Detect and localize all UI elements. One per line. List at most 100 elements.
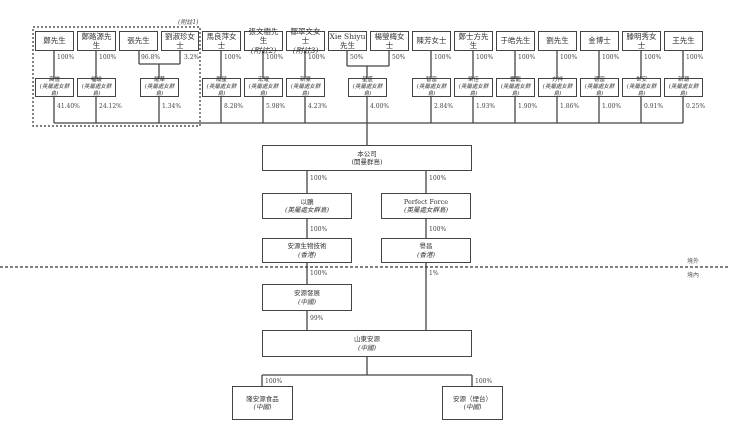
- ownership-pct: 50%: [392, 54, 406, 61]
- shareholder-name: 于皓先生: [500, 36, 531, 46]
- longan-box: 隆安源食品(中國): [232, 386, 293, 420]
- shareholder-name: 陳芳女士: [416, 36, 447, 46]
- ownership-pct: 100%: [686, 54, 704, 61]
- entity-name: 安源生物技術: [287, 242, 327, 251]
- ownership-pct: 3.2%: [184, 54, 200, 61]
- jurisdiction: (英屬處女群島): [626, 84, 657, 97]
- holdco-name: 鳳星: [215, 77, 227, 84]
- stake-pct: 0.91%: [644, 103, 664, 110]
- shareholder-box: 陳芳女士: [412, 31, 451, 51]
- jurisdiction: (中國): [297, 297, 317, 306]
- stake-pct: 5.98%: [266, 103, 286, 110]
- jurisdiction: (英屬處女群島): [144, 84, 175, 97]
- ownership-pct: 100%: [308, 54, 326, 61]
- ownership-pct: 100%: [310, 175, 328, 182]
- jurisdiction: (英屬處女群島): [500, 84, 531, 97]
- holdco-name: 榮佳: [467, 77, 479, 84]
- holdco-box: 世安(英屬處女群島): [622, 77, 661, 97]
- note-1-label: (附註1): [178, 19, 199, 26]
- holdco-box: 高僧(英屬處女群島): [35, 77, 74, 97]
- jurisdiction: (英屬處女群島): [542, 84, 573, 97]
- ownership-pct: 50%: [350, 54, 364, 61]
- stake-pct: 1.90%: [518, 103, 538, 110]
- shareholder-name: 張文樹先生: [248, 26, 279, 46]
- holdco-box: 鳳星(英屬處女群島): [202, 77, 241, 97]
- ownership-pct: 100%: [560, 54, 578, 61]
- jurisdiction: (中國): [357, 343, 377, 352]
- shareholder-name: 金博士: [588, 36, 611, 46]
- ownership-pct: 100%: [265, 378, 283, 385]
- anyuan-yantai-box: 安源（煙台）(中國): [442, 386, 503, 420]
- holdco-name: 雲龍: [509, 77, 521, 84]
- company-name: 本公司: [357, 149, 377, 158]
- entity-name: 安源發展: [294, 289, 320, 298]
- holdco-name: 耀華: [153, 77, 165, 84]
- shandong-box: 山東安源(中國): [262, 330, 472, 357]
- jurisdiction: (英屬處女群島): [39, 84, 70, 97]
- holdco-box: 方祥(英屬處女群島): [538, 77, 577, 97]
- ownership-pct: 100%: [99, 54, 117, 61]
- jurisdiction: (英屬處女群島): [403, 206, 449, 214]
- stake-pct: 1.00%: [602, 103, 622, 110]
- shareholder-name: 鄭路源先生: [81, 31, 112, 50]
- ownership-pct: 100%: [644, 54, 662, 61]
- shareholder-box: 王先生: [664, 31, 703, 51]
- jurisdiction: (英屬處女群島): [352, 84, 383, 97]
- holdco-box: 雲龍(英屬處女群島): [496, 77, 535, 97]
- jurisdiction: (香港): [297, 250, 317, 259]
- ownership-pct: 1%: [429, 270, 439, 277]
- holdco-box: 智富(英屬處女群島): [412, 77, 451, 97]
- entity-name: 山東安源: [354, 335, 380, 344]
- anyuan-bio-box: 安源生物技術(香港): [262, 238, 352, 263]
- shareholder-box: 鄒翠文女士(附註3): [286, 27, 325, 55]
- shareholder-box: 劉淑珍女士: [161, 31, 199, 51]
- jurisdiction: (英屬處女群島): [290, 84, 321, 97]
- yingchang-box: 譽昌(香港): [381, 238, 471, 263]
- note-ref: (附註2): [250, 45, 277, 55]
- onshore-label: 境內: [687, 272, 700, 279]
- holdco-name: 福峻: [90, 77, 102, 84]
- yipeng-box: 以鵬(英屬處女群島): [262, 193, 352, 219]
- shareholder-title: 先生: [340, 41, 355, 50]
- jurisdiction: (英屬處女群島): [668, 84, 699, 97]
- ownership-pct: 100%: [310, 226, 328, 233]
- shareholder-name: 鄭先生: [43, 36, 66, 46]
- jurisdiction: (中國): [253, 403, 272, 411]
- holdco-box: 德富(英屬處女群島): [580, 77, 619, 97]
- ownership-pct: 100%: [429, 175, 447, 182]
- shareholder-name: 王先生: [672, 36, 695, 46]
- stake-pct: 4.23%: [308, 103, 328, 110]
- ownership-pct: 99%: [310, 315, 324, 322]
- jurisdiction: (開曼群島): [351, 158, 383, 166]
- holdco-box: 新豪(英屬處女群島): [286, 77, 325, 97]
- ownership-pct: 100%: [602, 54, 620, 61]
- ownership-pct: 100%: [310, 270, 328, 277]
- offshore-label: 境外: [687, 258, 700, 265]
- stake-pct: 1.34%: [162, 103, 182, 110]
- holdco-name: 方祥: [551, 77, 563, 84]
- shareholder-box: 鄭士方先生: [454, 31, 493, 51]
- jurisdiction: (中國): [463, 403, 482, 411]
- stake-pct: 1.93%: [476, 103, 496, 110]
- ownership-pct: 100%: [434, 54, 452, 61]
- shareholder-box: 張文樹先生(附註2): [244, 27, 283, 55]
- shareholder-box: 劉先生: [538, 31, 577, 51]
- jurisdiction: (英屬處女群島): [458, 84, 489, 97]
- note-ref: (附註3): [292, 45, 319, 55]
- shareholder-box: 于皓先生: [496, 31, 535, 51]
- shareholder-name: Xie Shiyu: [329, 31, 366, 41]
- shareholder-name: 劉先生: [546, 36, 569, 46]
- holdco-name: 新豪: [299, 77, 311, 84]
- shareholder-name: 滕明秀女士: [626, 31, 657, 50]
- holdco-box: 耀華(英屬處女群島): [140, 77, 179, 97]
- shareholder-box: 馬良萍女士: [202, 31, 241, 51]
- entity-name: 安源（煙台）: [453, 394, 492, 403]
- holdco-box: 星盛(英屬處女群島): [348, 77, 387, 97]
- stake-pct: 1.86%: [560, 103, 580, 110]
- shareholder-name: 馬良萍女士: [206, 31, 237, 50]
- perfect-force-box: Perfect Force(英屬處女群島): [381, 193, 471, 219]
- holdco-name: 宏耀: [257, 77, 269, 84]
- ownership-pct: 100%: [476, 54, 494, 61]
- holdco-box: 福峻(英屬處女群島): [77, 77, 116, 97]
